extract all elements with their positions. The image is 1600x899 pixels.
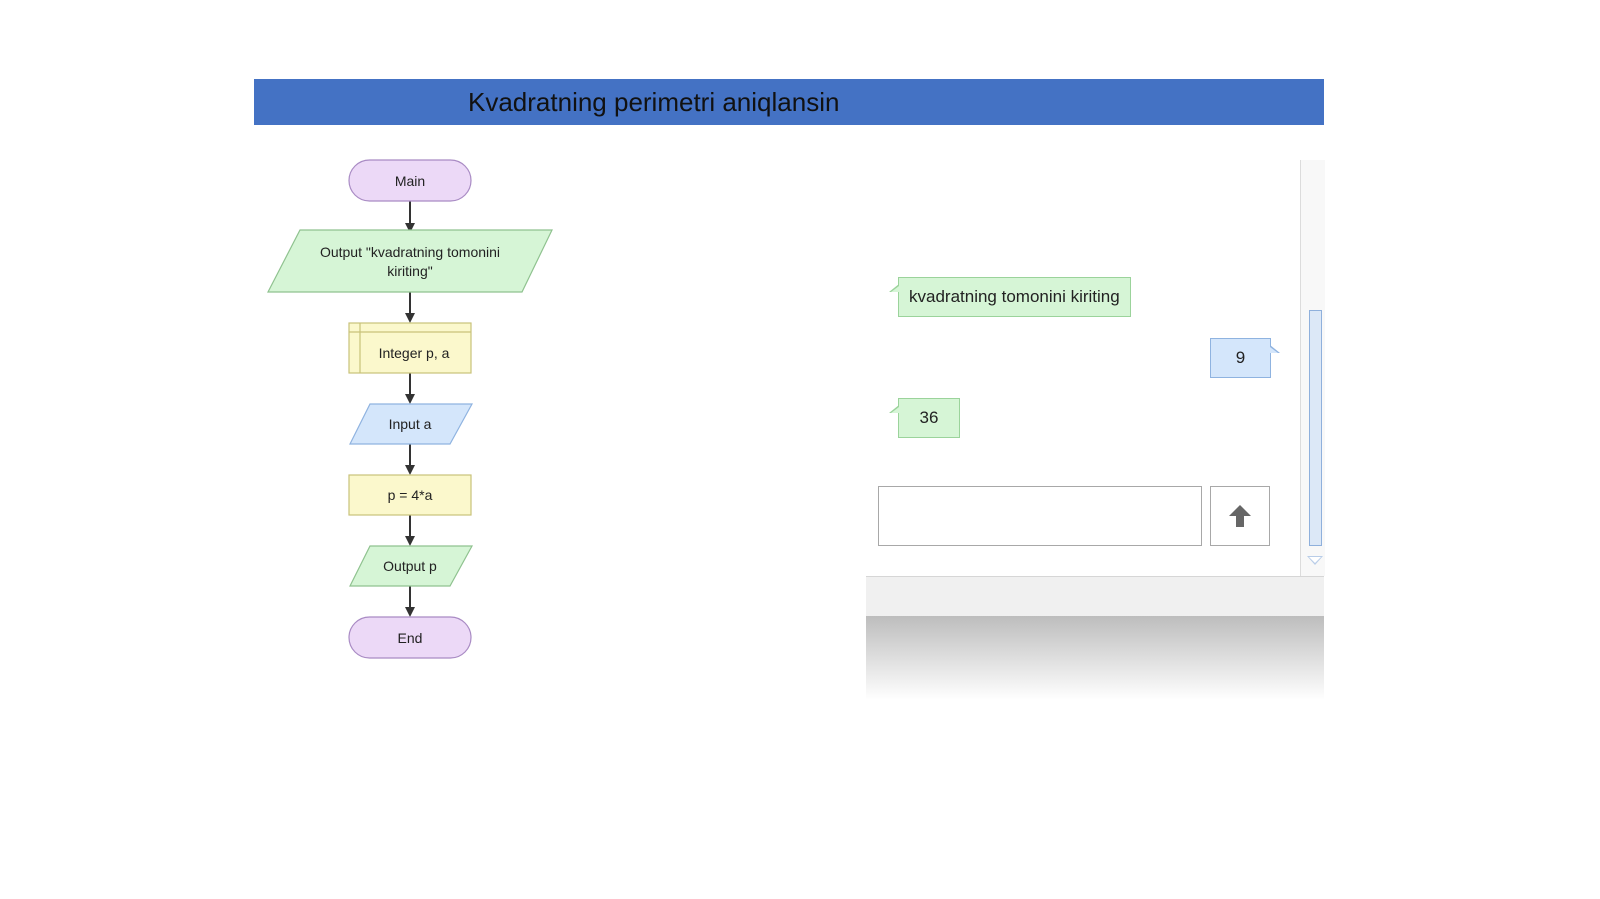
output-result-node: Output p [349, 545, 474, 587]
arrow-up-icon [1229, 505, 1251, 527]
output-prompt-node: Output "kvadratning tomonini kiriting" [267, 229, 553, 293]
console-message-output: kvadratning tomonini kiriting [889, 277, 1131, 317]
declare-node: Integer p, a [348, 322, 472, 374]
input-node-label: Input a [389, 416, 432, 432]
assign-node: p = 4*a [348, 474, 472, 516]
output-result-label: Output p [383, 558, 437, 574]
output-prompt-label-line2: kiriting" [387, 263, 432, 279]
flowchart: Main Output "kvadratning tomonini kiriti… [267, 159, 553, 659]
input-node: Input a [349, 403, 474, 445]
send-button[interactable] [1210, 486, 1270, 546]
scroll-down-icon[interactable] [1307, 556, 1323, 565]
console-input-field[interactable] [878, 486, 1202, 546]
title-bar: Kvadratning perimetri aniqlansin [254, 79, 1324, 125]
console-bottom-bar [866, 576, 1324, 617]
console-window: kvadratning tomonini kiriting 9 36 [866, 160, 1325, 700]
console-message-result: 36 [889, 398, 960, 438]
console-scrollbar[interactable] [1300, 160, 1325, 576]
console-message-input: 9 [1210, 338, 1280, 378]
main-node: Main [348, 159, 472, 202]
scrollbar-thumb[interactable] [1309, 310, 1322, 546]
end-node-label: End [398, 630, 423, 646]
end-node: End [348, 616, 472, 659]
declare-node-label: Integer p, a [379, 345, 450, 361]
assign-node-label: p = 4*a [388, 487, 433, 503]
main-node-label: Main [395, 173, 425, 189]
console-output-area: kvadratning tomonini kiriting 9 36 [866, 160, 1300, 576]
console-shadow [866, 616, 1324, 700]
output-prompt-label-line1: Output "kvadratning tomonini [320, 244, 500, 260]
page-title: Kvadratning perimetri aniqlansin [468, 87, 840, 117]
